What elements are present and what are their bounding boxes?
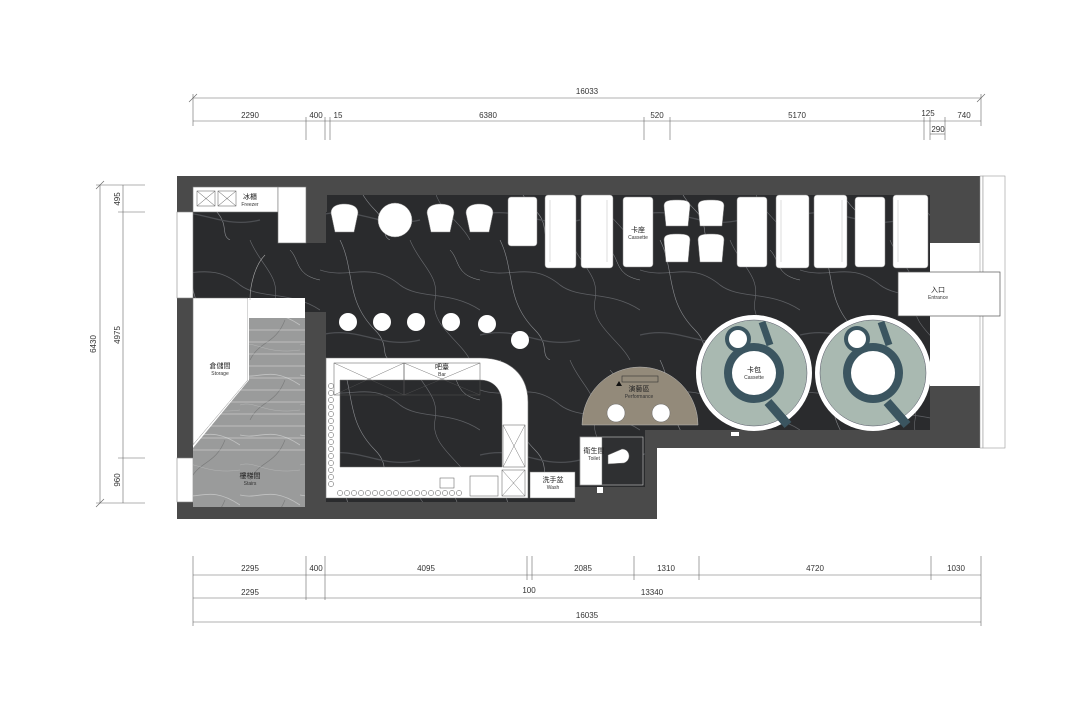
label-storage-cn: 倉儲間 xyxy=(210,361,231,370)
column xyxy=(306,196,326,243)
dim-left-seg: 4975 xyxy=(113,326,122,344)
bar-counter: 吧臺 Bar xyxy=(325,357,529,499)
dim-left-seg: 495 xyxy=(113,192,122,206)
bottom-dimensions xyxy=(192,556,982,626)
label-toilet-en: Toilet xyxy=(588,456,600,462)
dim-top-seg: 520 xyxy=(650,111,664,120)
dim-bottom-seg: 4095 xyxy=(417,564,435,573)
freezer: 冰櫃 Freezer xyxy=(192,186,307,244)
bar-stools xyxy=(339,313,529,349)
dim-bottom-seg: 4720 xyxy=(806,564,824,573)
dim-bottom-seg: 100 xyxy=(522,586,536,595)
dim-top-seg: 6380 xyxy=(479,111,497,120)
wash-basin: 洗手盆 Wash xyxy=(529,471,576,499)
column xyxy=(305,312,326,502)
round-booth-right xyxy=(815,315,931,431)
dim-top-segments: 2290 400 15 6380 520 5170 125 740 290 xyxy=(241,109,971,134)
dim-top-seg: 400 xyxy=(309,111,323,120)
label-cassette-booth-cn: 卡座 xyxy=(631,225,645,234)
label-freezer-cn: 冰櫃 xyxy=(243,192,257,201)
label-performance-cn: 演藝區 xyxy=(629,384,650,393)
label-bar-en: Bar xyxy=(438,372,446,378)
dim-bottom-seg: 1310 xyxy=(657,564,675,573)
storage-stairs: 倉儲間 Storage 樓梯間 Stairs xyxy=(192,254,305,507)
label-cassette-round-en: Cassette xyxy=(744,375,764,381)
label-bar-cn: 吧臺 xyxy=(435,362,449,371)
top-seating xyxy=(330,194,929,269)
label-entrance-cn: 入口 xyxy=(931,286,945,294)
round-booth-left: 卡包 Cassette xyxy=(696,315,812,431)
dim-left-seg: 960 xyxy=(113,473,122,487)
dim-bottom-seg: 2295 xyxy=(241,564,259,573)
toilet: 衛生間 Toilet xyxy=(579,436,644,493)
left-dimensions xyxy=(95,180,145,508)
dim-bottom-row1: 2295 400 4095 2085 1310 4720 1030 xyxy=(241,564,965,573)
dim-bottom-seg: 2085 xyxy=(574,564,592,573)
left-window xyxy=(176,211,194,299)
booth-seat-lines xyxy=(549,200,899,262)
performance-stage: 演藝區 Performance xyxy=(581,366,699,426)
dim-top-sub: 290 xyxy=(931,125,945,134)
left-window xyxy=(176,457,194,503)
label-stairs-cn: 樓梯間 xyxy=(240,471,261,480)
dim-bottom-total: 16035 xyxy=(576,611,599,620)
label-entrance-en: Entrance xyxy=(928,295,948,301)
entrance: 入口 Entrance xyxy=(897,271,1001,317)
label-storage-en: Storage xyxy=(211,371,229,377)
dim-top-seg: 5170 xyxy=(788,111,806,120)
label-stairs-en: Stairs xyxy=(244,481,257,487)
label-cassette-round-cn: 卡包 xyxy=(747,365,761,374)
dim-top-seg: 15 xyxy=(334,111,343,120)
dim-top-total: 16033 xyxy=(576,87,599,96)
dim-top-seg: 2290 xyxy=(241,111,259,120)
dim-left-total: 6430 xyxy=(89,335,98,353)
label-freezer-en: Freezer xyxy=(241,202,259,208)
dim-bottom-seg: 2295 xyxy=(241,588,259,597)
dim-bottom-seg: 1030 xyxy=(947,564,965,573)
dim-bottom-row2: 2295 100 13340 xyxy=(241,586,664,597)
dim-top-seg: 740 xyxy=(957,111,971,120)
dim-bottom-seg: 400 xyxy=(309,564,323,573)
label-cassette-booth-en: Cassette xyxy=(628,235,648,241)
floor-marker xyxy=(731,432,739,436)
top-dimensions xyxy=(188,93,986,140)
label-performance-en: Performance xyxy=(625,394,654,400)
label-wash-cn: 洗手盆 xyxy=(543,475,564,484)
dim-top-seg: 125 xyxy=(921,109,935,118)
label-wash-en: Wash xyxy=(547,485,560,491)
dim-bottom-seg: 13340 xyxy=(641,588,664,597)
label-toilet-cn: 衛生間 xyxy=(584,446,605,455)
